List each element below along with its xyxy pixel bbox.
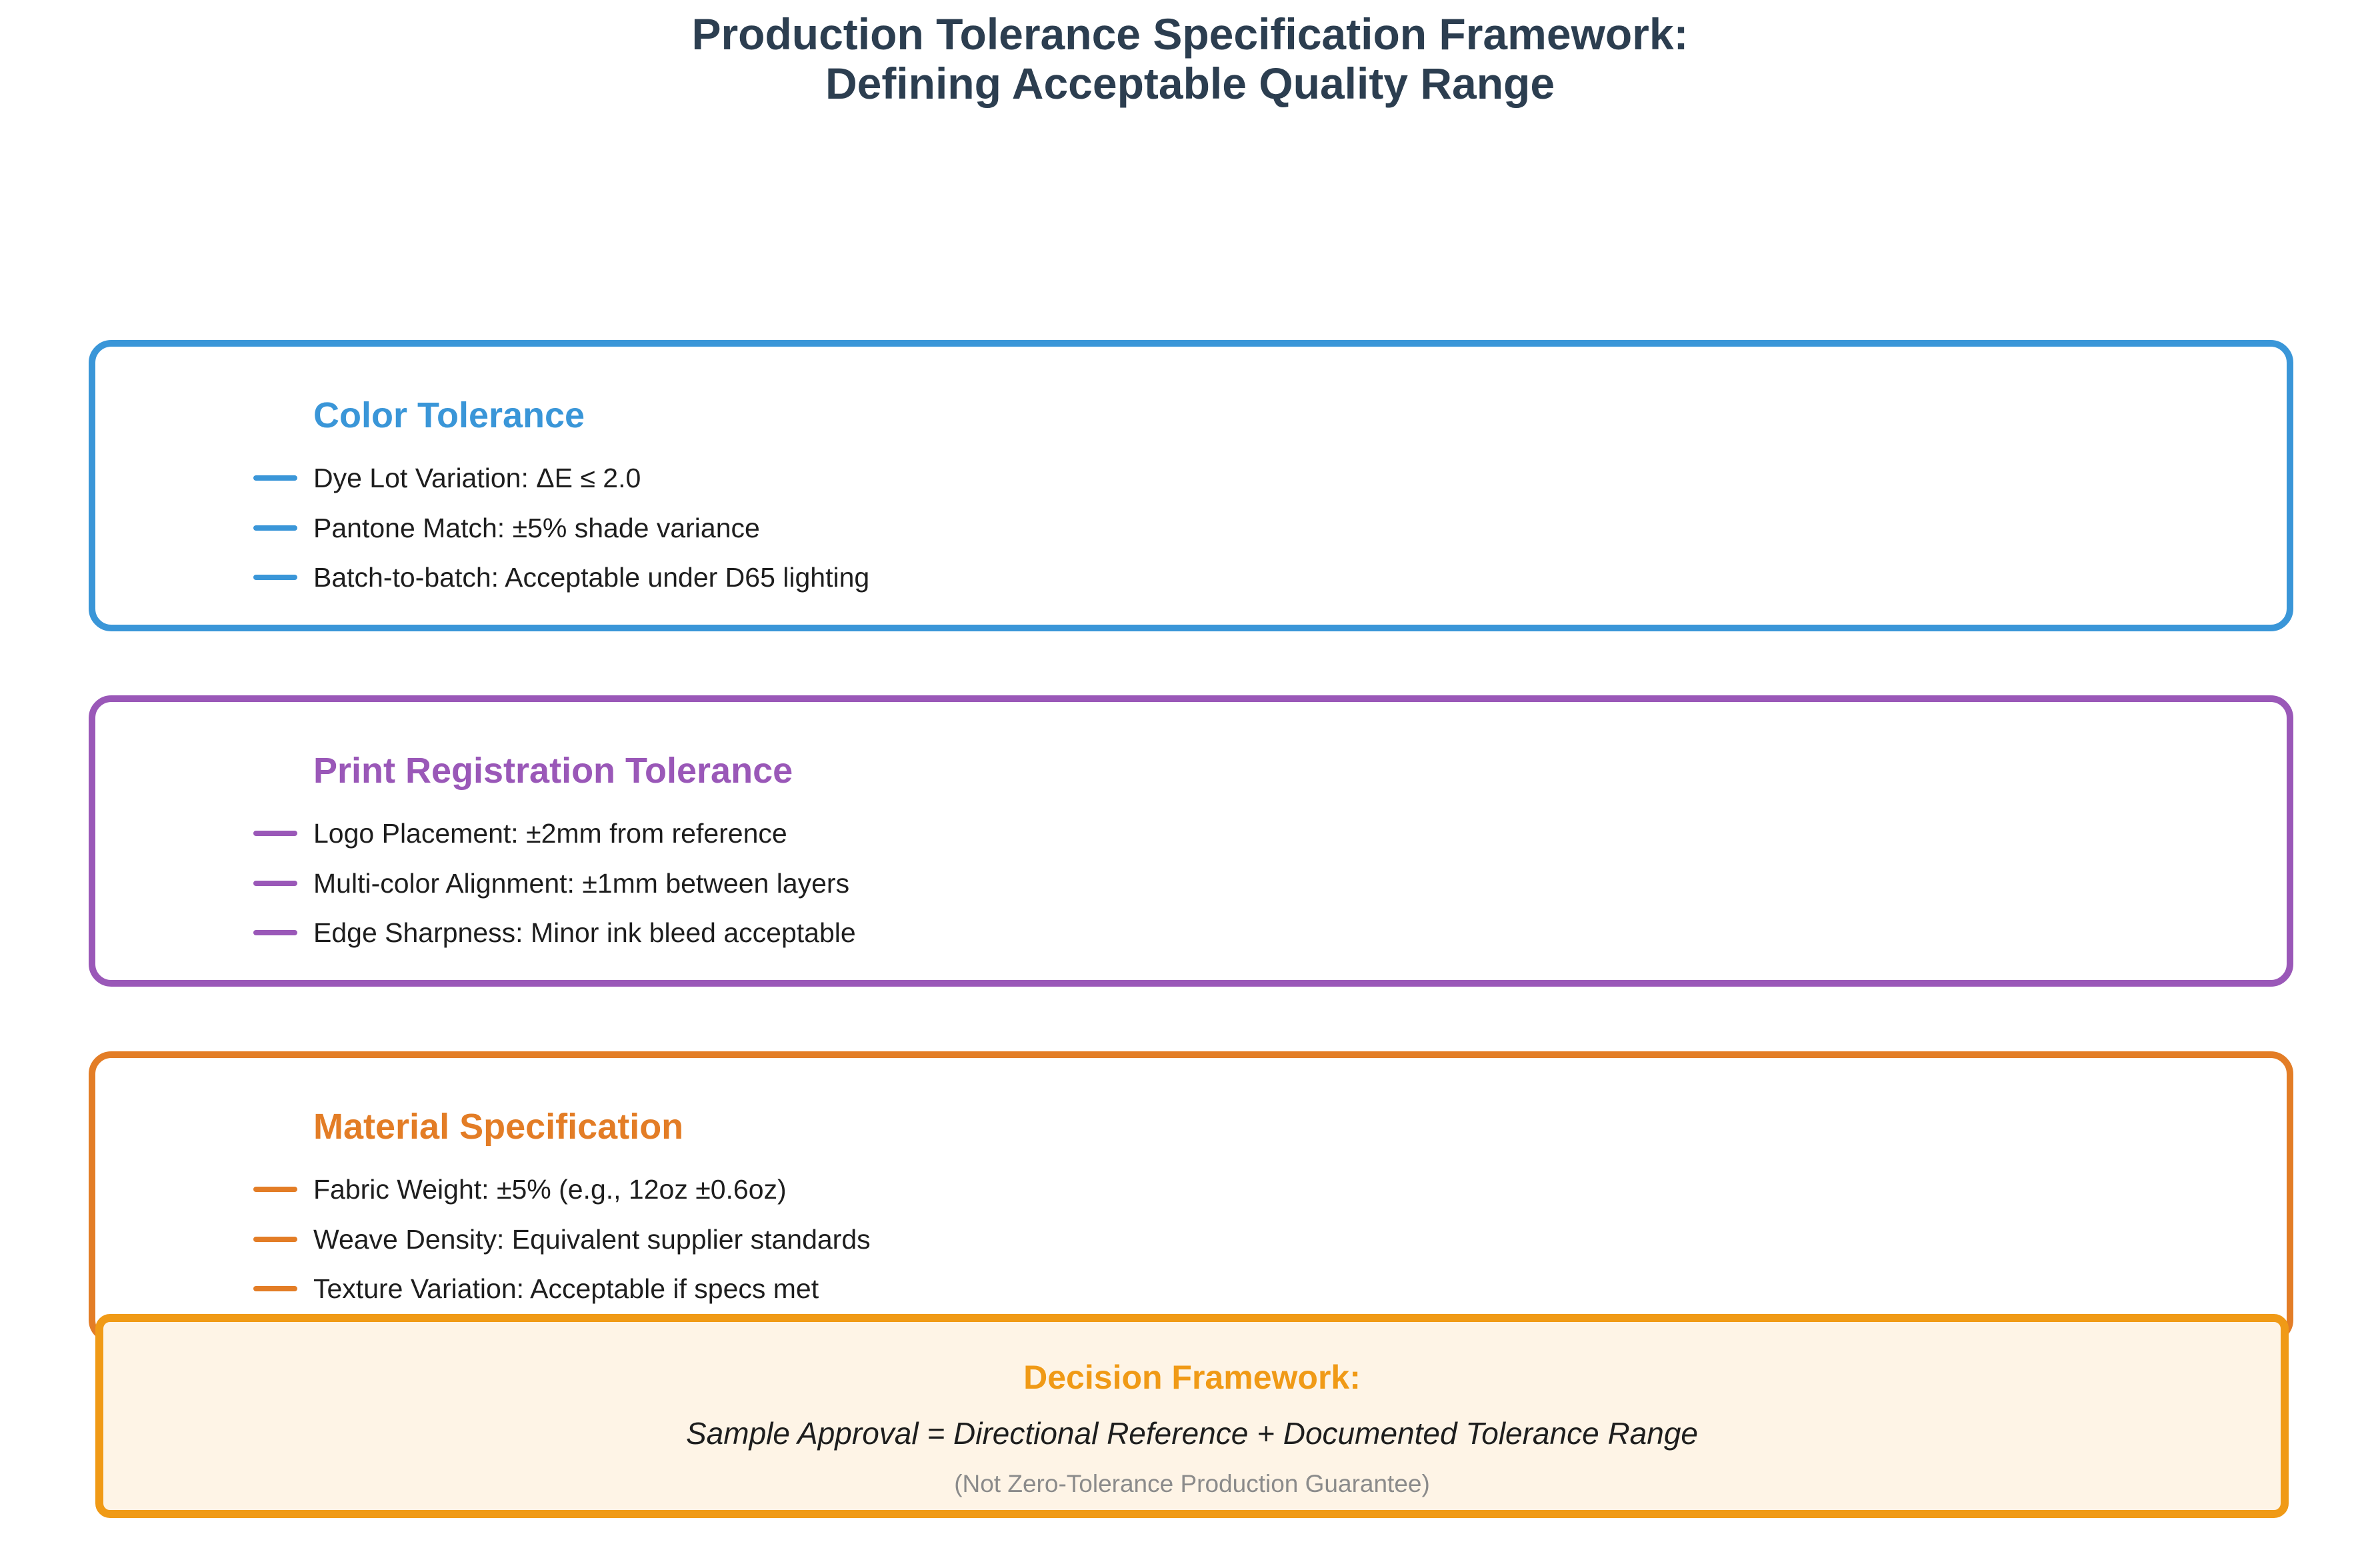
card-heading: Print Registration Tolerance	[313, 751, 793, 791]
list-item: Multi-color Alignment: ±1mm between laye…	[253, 859, 849, 908]
material-specification-card: Material Specification Fabric Weight: ±5…	[89, 1051, 2293, 1343]
dash-marker-icon	[253, 881, 297, 886]
list-item-text: Weave Density: Equivalent supplier stand…	[313, 1223, 871, 1255]
title-line-1: Production Tolerance Specification Frame…	[691, 9, 1689, 59]
dash-marker-icon	[253, 831, 297, 836]
dash-marker-icon	[253, 1286, 297, 1291]
color-tolerance-card: Color Tolerance Dye Lot Variation: ΔE ≤ …	[89, 340, 2293, 631]
dash-marker-icon	[253, 575, 297, 580]
dash-marker-icon	[253, 1237, 297, 1242]
list-item: Texture Variation: Acceptable if specs m…	[253, 1264, 819, 1313]
list-item: Fabric Weight: ±5% (e.g., 12oz ±0.6oz)	[253, 1165, 787, 1214]
diagram-title: Production Tolerance Specification Frame…	[0, 9, 2380, 108]
list-item-text: Fabric Weight: ±5% (e.g., 12oz ±0.6oz)	[313, 1173, 787, 1205]
list-item: Pantone Match: ±5% shade variance	[253, 503, 760, 553]
list-item-text: Dye Lot Variation: ΔE ≤ 2.0	[313, 462, 641, 493]
card-heading: Color Tolerance	[313, 395, 585, 435]
list-item-text: Pantone Match: ±5% shade variance	[313, 512, 760, 543]
dash-marker-icon	[253, 1187, 297, 1192]
list-item-text: Logo Placement: ±2mm from reference	[313, 817, 787, 849]
list-item-text: Edge Sharpness: Minor ink bleed acceptab…	[313, 917, 856, 948]
list-item: Dye Lot Variation: ΔE ≤ 2.0	[253, 453, 641, 503]
list-item-text: Multi-color Alignment: ±1mm between laye…	[313, 867, 850, 899]
dash-marker-icon	[253, 475, 297, 481]
list-item: Batch-to-batch: Acceptable under D65 lig…	[253, 553, 869, 602]
decision-formula: Sample Approval = Directional Reference …	[685, 1416, 1699, 1451]
decision-heading: Decision Framework:	[1023, 1359, 1361, 1396]
title-line-2: Defining Acceptable Quality Range	[825, 59, 1555, 108]
list-item: Logo Placement: ±2mm from reference	[253, 809, 787, 858]
decision-note: (Not Zero-Tolerance Production Guarantee…	[954, 1470, 1430, 1497]
card-heading: Material Specification	[313, 1107, 684, 1147]
dash-marker-icon	[253, 525, 297, 531]
list-item-text: Batch-to-batch: Acceptable under D65 lig…	[313, 561, 870, 593]
list-item: Edge Sharpness: Minor ink bleed acceptab…	[253, 908, 856, 957]
print-registration-card: Print Registration Tolerance Logo Placem…	[89, 695, 2293, 987]
dash-marker-icon	[253, 930, 297, 935]
list-item: Weave Density: Equivalent supplier stand…	[253, 1215, 871, 1264]
list-item-text: Texture Variation: Acceptable if specs m…	[313, 1273, 819, 1304]
decision-framework-box: Decision Framework: Sample Approval = Di…	[95, 1314, 2289, 1518]
